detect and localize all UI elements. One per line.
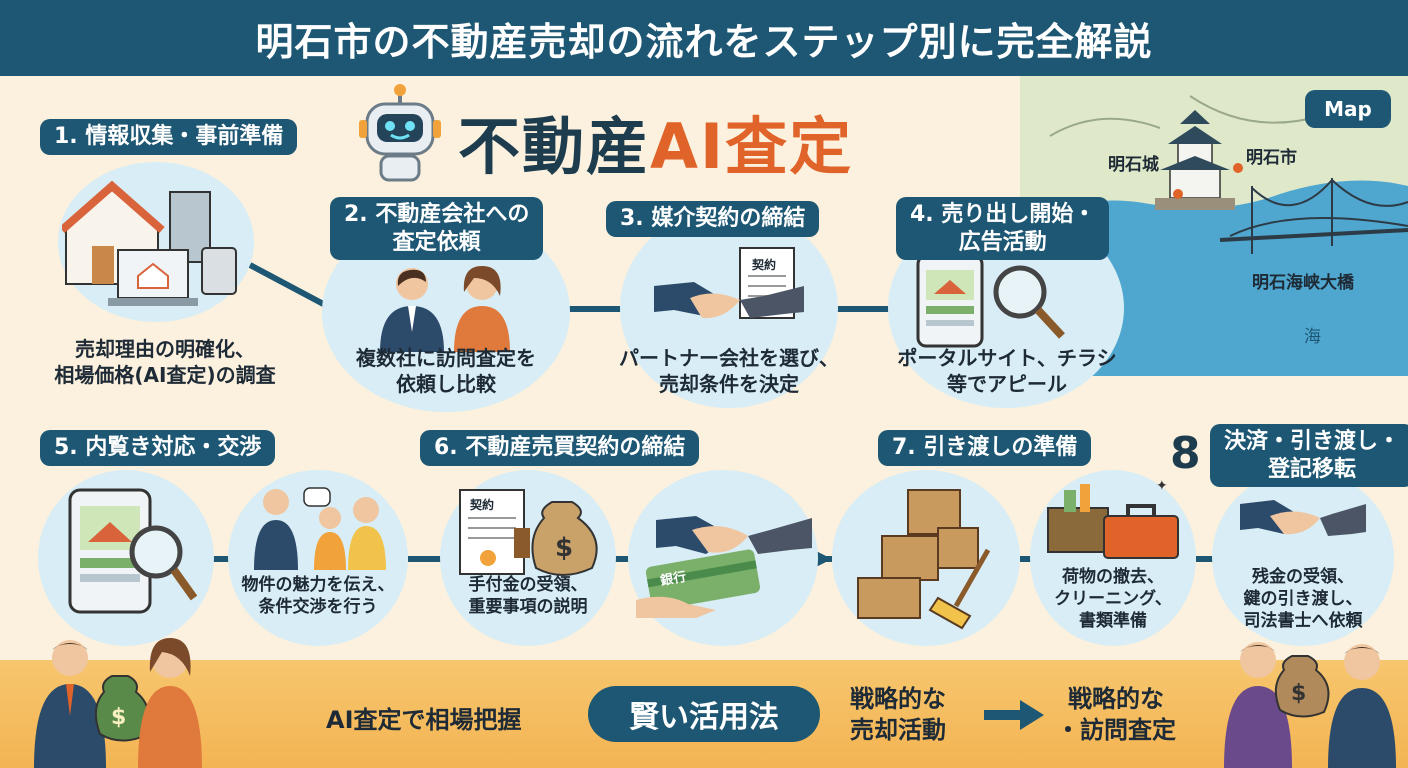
bottom-mid-text: 戦略的な 売却活動: [850, 685, 946, 745]
robot-icon: [359, 84, 441, 182]
step-1-title: 1. 情報収集・事前準備: [40, 119, 298, 155]
handshake-bank-card-icon: [636, 516, 812, 618]
svg-text:$: $: [555, 533, 573, 563]
bridge-icon: [1219, 178, 1408, 254]
svg-text:✦: ✦: [1156, 478, 1168, 494]
step-6-caption: 手付金の受領、 重要事項の説明: [468, 575, 588, 618]
bottom-arrow-icon: [984, 700, 1044, 730]
step-8-circle: [1212, 470, 1394, 646]
connector-line: [248, 262, 331, 310]
logo-text-main: 不動産: [458, 110, 651, 183]
svg-text:$: $: [111, 705, 126, 730]
family-icon: [254, 487, 386, 570]
phone-magnifier-icon: [916, 254, 1065, 348]
map-label-city: 明石市: [1246, 148, 1297, 168]
map-label-sea: 海: [1304, 327, 1321, 347]
map-label-castle: 明石城: [1108, 155, 1159, 175]
connector-line: [408, 556, 442, 562]
connector-line: [1020, 556, 1034, 562]
page-header: 明石市の不動産売却の流れをステップ別に完全解説: [0, 0, 1408, 76]
map-label-bridge: 明石海峡大橋: [1252, 273, 1354, 293]
house-laptop-icon: [62, 180, 237, 306]
step-5-caption: 物件の魅力を伝え、 条件交渉を行う: [241, 575, 395, 618]
bottom-right-text: 戦略的な ・訪問査定: [1056, 685, 1176, 745]
page-title: 明石市の不動産売却の流れをステップ別に完全解説: [255, 19, 1153, 64]
contract-money-icon: $: [459, 489, 598, 576]
step-6-title: 6. 不動産売買契約の締結: [420, 430, 700, 466]
step-1-caption: 売却理由の明確化、 相場価格(AI査定)の調査: [54, 337, 276, 387]
connector-line: [1196, 556, 1216, 562]
boxes-broom-icon: [857, 489, 991, 630]
handshake-contract-icon: [654, 247, 804, 319]
bottom-pill: 賢い活用法: [588, 686, 820, 742]
toolbox-icon: ✦: [1047, 478, 1179, 559]
logo-text-ai: AI査定: [650, 110, 854, 183]
step-7-caption: 荷物の撤去、 クリーニング、 書類準備: [1054, 567, 1172, 632]
step-2-title: 2. 不動産会社への 査定依頼: [330, 197, 544, 260]
step-7-title: 7. 引き渡しの準備: [878, 430, 1092, 466]
step-8-title: 決済・引き渡し・ 登記移転: [1210, 424, 1408, 487]
step-3-doc-label: 契約: [752, 258, 777, 272]
step-3-title: 3. 媒介契約の締結: [606, 201, 820, 237]
connector-line: [560, 306, 640, 312]
step-8-number: 8: [1170, 428, 1201, 479]
bottom-left-text: AI査定で相場把握: [326, 706, 522, 734]
map-badge: Map: [1305, 90, 1391, 128]
handshake-icon: [1240, 500, 1366, 536]
step-5-title: 5. 内覧き対応・交渉: [40, 430, 276, 466]
step-4-title: 4. 売り出し開始・ 広告活動: [896, 197, 1110, 260]
people-money-icon: $: [34, 638, 202, 768]
agents-icon: [380, 266, 510, 352]
connector-line: [210, 556, 240, 562]
step-4-caption: ポータルサイト、チラシ 等でアピール: [897, 346, 1117, 396]
step-3-caption: パートナー会社を選び、 売却条件を決定: [619, 346, 839, 396]
svg-text:$: $: [1291, 681, 1306, 706]
tablet-magnifier-icon: [68, 488, 198, 614]
step-6-doc-label: 契約: [470, 498, 495, 512]
connector-line: [612, 556, 636, 562]
connector-line: [830, 306, 910, 312]
step-2-caption: 複数社に訪問査定を 依頼し比較: [356, 346, 536, 396]
step-8-caption: 残金の受領、 鍵の引き渡し、 司法書士へ依頼: [1243, 567, 1363, 632]
businessmen-money-icon: $: [1224, 642, 1396, 768]
ai-appraisal-logo: 不動産AI査定: [458, 96, 853, 186]
